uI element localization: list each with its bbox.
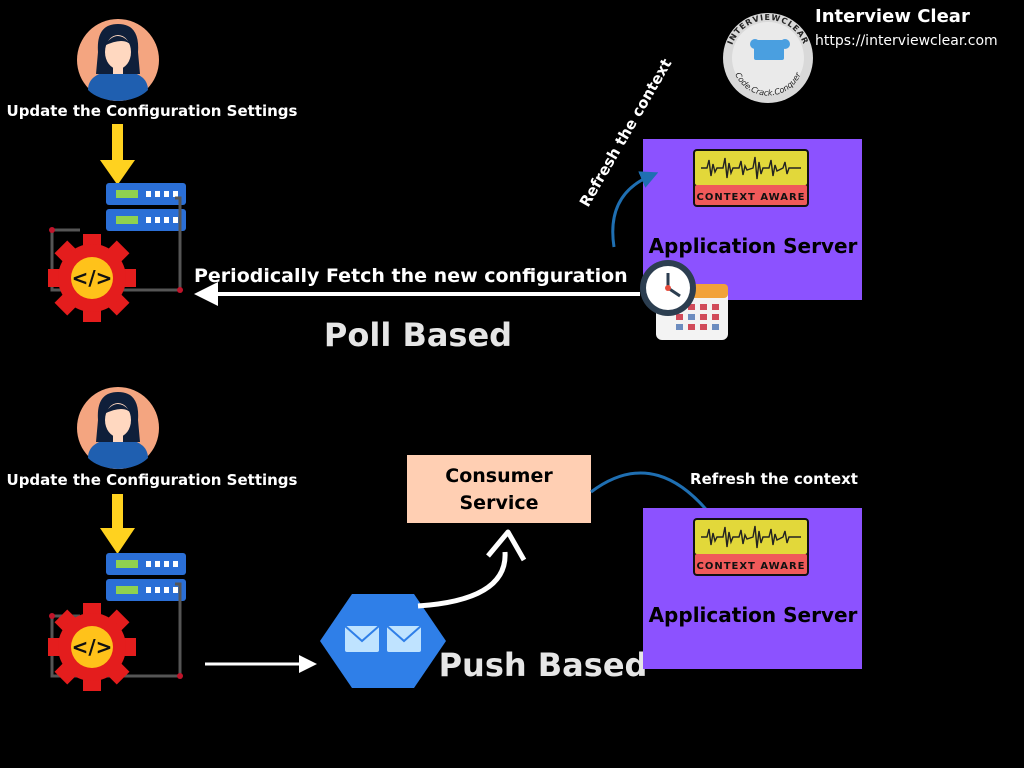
brand-url[interactable]: https://interviewclear.com — [815, 33, 998, 49]
push-section: Update the Configuration Settings Push B… — [7, 387, 862, 691]
consumer-service-box — [407, 455, 591, 523]
push-refresh-label: Refresh the context — [690, 470, 858, 488]
poll-down-arrow — [100, 124, 135, 185]
poll-refresh-curve — [611, 171, 659, 248]
push-user-avatar — [77, 387, 159, 469]
push-app-server-label: Application Server — [649, 603, 858, 627]
poll-context-aware-label: CONTEXT AWARE — [696, 192, 805, 203]
push-context-aware-label: CONTEXT AWARE — [696, 561, 805, 572]
consumer-service-label-line1: Consumer — [445, 465, 553, 487]
push-user-caption: Update the Configuration Settings — [7, 471, 298, 489]
push-context-aware-badge: CONTEXT AWARE — [692, 517, 810, 577]
poll-context-aware-badge: CONTEXT AWARE — [692, 148, 810, 208]
poll-app-server-label: Application Server — [649, 234, 858, 258]
poll-config-server — [106, 183, 186, 231]
consumer-service-label-line2: Service — [460, 492, 539, 514]
brand-logo: INTERVIEWCLEAR Code.Crack.Conquer — [723, 13, 813, 103]
poll-user-avatar — [77, 19, 159, 101]
push-title: Push Based — [439, 646, 648, 684]
poll-code-gear-icon — [48, 234, 136, 322]
poll-user-caption: Update the Configuration Settings — [7, 102, 298, 120]
push-down-arrow — [100, 494, 135, 554]
poll-fetch-label: Periodically Fetch the new configuration — [194, 265, 628, 287]
poll-title: Poll Based — [324, 316, 512, 354]
push-config-server — [106, 553, 186, 601]
brand-name: Interview Clear — [815, 6, 970, 27]
clock-calendar-icon — [640, 260, 728, 340]
queue-to-consumer-arrow — [417, 529, 527, 609]
push-code-gear-icon — [48, 603, 136, 691]
message-queue-icon — [320, 594, 446, 688]
